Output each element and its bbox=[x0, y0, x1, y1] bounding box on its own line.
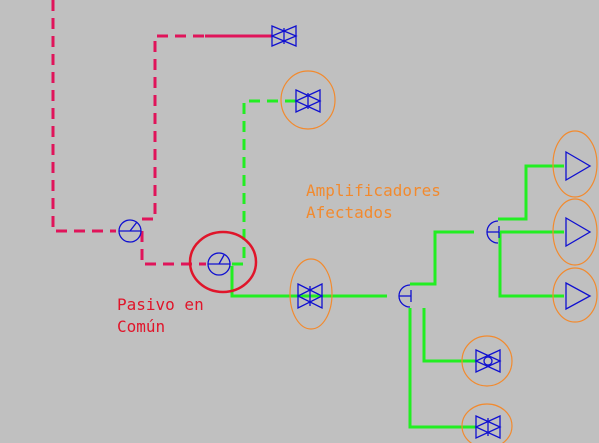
affected-highlight-amp-r1 bbox=[552, 130, 598, 198]
affected-highlight-amp-b2 bbox=[461, 403, 513, 443]
passive-tap-icon[interactable] bbox=[398, 284, 412, 308]
amplifier-bowtie-icon[interactable] bbox=[474, 414, 502, 440]
affected-highlight-amp-mid bbox=[289, 258, 333, 330]
amplifier-bowtie-icon[interactable] bbox=[294, 88, 322, 114]
red-feeder-lower bbox=[140, 231, 206, 266]
green-branch-down2 bbox=[408, 308, 476, 429]
green-branch-low-amp bbox=[498, 232, 564, 298]
passive-splitter-icon[interactable] bbox=[118, 219, 142, 243]
common-passive-highlight bbox=[188, 230, 258, 294]
amplifier-bowtie-icon[interactable] bbox=[296, 282, 324, 310]
amplifier-bowtie-icon[interactable] bbox=[474, 348, 502, 374]
passive-tap-icon[interactable] bbox=[486, 220, 500, 244]
affected-highlight-amp-top bbox=[280, 70, 336, 130]
red-feeder-upper bbox=[142, 34, 205, 221]
green-branch-down1 bbox=[422, 308, 476, 363]
affected-highlight-amp-r2 bbox=[552, 198, 598, 266]
affected-highlight-amp-b1 bbox=[461, 335, 513, 387]
green-branch-top-amp bbox=[498, 164, 564, 221]
common-passive-splitter-icon[interactable] bbox=[207, 252, 231, 276]
affected-highlight-amp-r3 bbox=[552, 267, 598, 323]
affected-label-line1: Amplificadores bbox=[306, 181, 441, 200]
affected-label-line2: Afectados bbox=[306, 203, 393, 222]
amplifier-triangle-icon[interactable] bbox=[565, 216, 592, 248]
red-feeder-vertical-left bbox=[51, 0, 116, 233]
green-feeder-dashed bbox=[232, 99, 296, 266]
passive-label-line1: Pasivo en bbox=[117, 295, 204, 314]
amplifier-triangle-icon[interactable] bbox=[565, 150, 592, 182]
amplifier-triangle-icon[interactable] bbox=[565, 281, 592, 311]
passive-label-line2: Común bbox=[117, 317, 166, 336]
common-passive-label: Pasivo en Común bbox=[117, 294, 204, 338]
amplifier-bowtie-icon[interactable] bbox=[270, 25, 298, 47]
affected-amplifiers-label: Amplificadores Afectados bbox=[306, 180, 441, 224]
green-branch-upper bbox=[410, 230, 474, 286]
green-trunk-main bbox=[230, 266, 387, 298]
